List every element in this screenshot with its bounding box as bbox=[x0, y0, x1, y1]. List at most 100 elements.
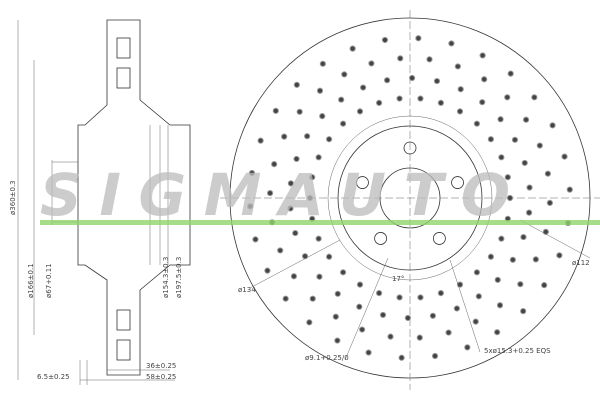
drilled-hole bbox=[339, 269, 347, 276]
drilled-hole bbox=[426, 56, 433, 63]
dim-vent-dia: ø197.5±0.3 bbox=[175, 257, 183, 298]
drilled-hole bbox=[315, 154, 322, 161]
drilled-hole bbox=[277, 247, 284, 254]
drilled-hole bbox=[248, 169, 256, 177]
drilled-hole bbox=[375, 99, 383, 106]
dim-offset: 6.5±0.25 bbox=[37, 373, 70, 381]
drilled-hole bbox=[281, 133, 288, 140]
drilled-hole bbox=[517, 281, 524, 288]
drilled-hole bbox=[292, 229, 299, 237]
drilled-hole bbox=[448, 40, 455, 47]
drilled-hole bbox=[544, 170, 551, 177]
dim-height-58: 58±0.25 bbox=[146, 373, 176, 381]
drilled-hole bbox=[542, 228, 549, 235]
drilled-hole bbox=[415, 35, 422, 42]
bolt-hole bbox=[451, 176, 464, 189]
drilled-hole bbox=[404, 314, 412, 322]
drilled-hole bbox=[359, 326, 366, 333]
drilled-hole bbox=[498, 154, 505, 161]
drilled-hole bbox=[526, 184, 533, 191]
drilled-hole bbox=[531, 94, 538, 101]
drilled-hole bbox=[319, 113, 326, 120]
drilled-hole bbox=[487, 253, 495, 260]
drilled-hole bbox=[475, 293, 482, 300]
drilled-hole bbox=[290, 273, 298, 280]
drilled-hole bbox=[479, 99, 486, 106]
drilled-hole bbox=[315, 235, 322, 242]
drilled-hole bbox=[522, 116, 530, 123]
drilled-hole bbox=[325, 136, 333, 143]
drilled-hole bbox=[397, 55, 404, 62]
dim-hub: ø112 bbox=[572, 259, 590, 267]
drilled-hole bbox=[396, 294, 403, 301]
drilled-hole bbox=[417, 95, 424, 102]
drilled-hole bbox=[494, 276, 501, 283]
drilled-hole bbox=[526, 209, 533, 216]
drilled-hole bbox=[381, 36, 389, 44]
drilled-hole bbox=[520, 233, 527, 241]
drilled-hole bbox=[296, 108, 303, 115]
dim-pcd: ø134 bbox=[238, 286, 256, 294]
dim-bolt-holes: 5xø15.3+0.25 EQS bbox=[484, 347, 551, 355]
drilled-hole bbox=[541, 282, 548, 289]
drilled-hole bbox=[416, 334, 423, 341]
drilled-hole bbox=[532, 256, 539, 263]
drilled-hole bbox=[504, 94, 511, 101]
drilled-hole bbox=[264, 267, 271, 274]
drilled-hole bbox=[472, 318, 479, 325]
dim-hat-dia: ø166±0.1 bbox=[27, 263, 35, 298]
drilled-hole bbox=[334, 290, 341, 297]
drilled-hole bbox=[454, 63, 461, 70]
drilled-hole bbox=[504, 174, 511, 181]
drilled-hole bbox=[506, 194, 514, 202]
drilled-hole bbox=[561, 153, 568, 160]
drilled-hole bbox=[384, 77, 391, 84]
drilled-hole bbox=[464, 344, 471, 351]
drilled-hole bbox=[266, 190, 274, 197]
drilled-hole bbox=[487, 136, 495, 143]
drilled-hole bbox=[456, 108, 464, 115]
drilled-hole bbox=[339, 120, 347, 127]
drilled-hole bbox=[287, 180, 294, 187]
bolt-hole bbox=[374, 232, 388, 245]
drilled-hole bbox=[473, 120, 481, 127]
drilled-hole bbox=[498, 235, 505, 242]
drilled-hole bbox=[319, 60, 326, 67]
sigmauto-logo: SIGMAUTO bbox=[40, 161, 510, 229]
drilled-hole bbox=[247, 203, 254, 210]
drilled-hole bbox=[445, 329, 452, 336]
bolt-hole bbox=[356, 176, 369, 189]
drilled-hole bbox=[549, 122, 556, 129]
drilled-hole bbox=[429, 312, 436, 319]
drilled-hole bbox=[437, 290, 445, 297]
drilled-hole bbox=[431, 352, 439, 360]
drilled-hole bbox=[507, 70, 514, 77]
drilled-hole bbox=[408, 74, 416, 82]
drilled-hole bbox=[252, 236, 259, 243]
drilled-hole bbox=[494, 329, 501, 336]
drilled-hole bbox=[338, 96, 345, 103]
drilled-hole bbox=[341, 71, 348, 78]
drilled-hole bbox=[293, 155, 300, 163]
dim-inner-dia: ø154.3±0.3 bbox=[162, 257, 170, 298]
drilled-hole bbox=[457, 86, 464, 93]
logo-stripe bbox=[40, 220, 600, 225]
drilled-hole bbox=[497, 116, 504, 123]
drilled-hole bbox=[304, 133, 311, 140]
dim-center-bore: ø67+0.11 bbox=[45, 263, 53, 298]
drilled-hole bbox=[360, 84, 367, 91]
drilled-hole bbox=[566, 186, 573, 193]
drilled-hole bbox=[309, 174, 316, 181]
drilled-hole bbox=[356, 303, 363, 310]
drilled-hole bbox=[556, 252, 563, 259]
drilled-hole bbox=[368, 60, 375, 67]
dim-height-36: 36±0.25 bbox=[146, 362, 176, 370]
drilled-hole bbox=[398, 354, 405, 361]
drilled-hole bbox=[334, 337, 341, 344]
drilled-hole bbox=[520, 308, 527, 315]
dim-angle: 17° bbox=[392, 275, 404, 283]
drilled-hole bbox=[521, 159, 528, 167]
dim-outer-dia: ø360±0.3 bbox=[9, 180, 17, 215]
drilled-hole bbox=[396, 95, 403, 102]
drilled-hole bbox=[417, 294, 424, 301]
